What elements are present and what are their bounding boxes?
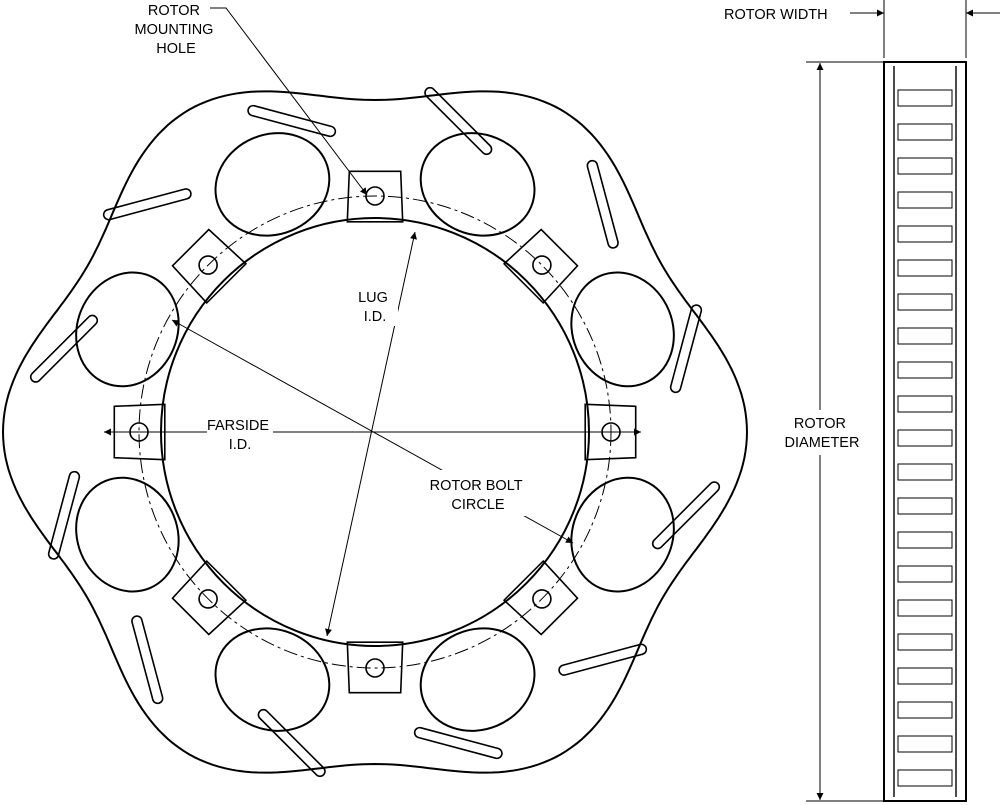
- inner-lobe-cutout: [570, 476, 675, 593]
- mounting-hole: [365, 658, 385, 678]
- mounting-tab: [171, 559, 248, 636]
- farside-id-label: FARSIDE I.D.: [207, 418, 273, 453]
- rotor-vane: [897, 565, 953, 583]
- inner-lobe-cutout: [214, 627, 331, 732]
- mounting-tab: [171, 228, 248, 305]
- side-dimensions: [806, 0, 1000, 802]
- face-slot: [131, 615, 164, 705]
- rotor-vane: [897, 735, 953, 753]
- inner-lobe-cutout: [419, 132, 536, 237]
- inner-lobe-cutout: [214, 132, 331, 237]
- rotor-outer-edge: [1, 90, 749, 774]
- rotor-width-label: ROTOR WIDTH: [724, 7, 828, 23]
- face-slot: [102, 188, 192, 221]
- face-slot: [29, 314, 99, 383]
- face-slot: [47, 470, 81, 560]
- face-slot: [651, 481, 721, 550]
- inner-lobe-cutout: [570, 271, 675, 388]
- rotor-vane: [897, 157, 953, 175]
- face-slot: [586, 159, 619, 249]
- mounting-hole-label: ROTOR MOUNTING HOLE: [135, 3, 218, 57]
- rotor-side-outline: [883, 61, 967, 802]
- rotor-vane: [897, 701, 953, 719]
- mounting-hole: [198, 255, 218, 275]
- mounting-hole: [198, 589, 218, 609]
- face-slot: [669, 304, 703, 394]
- mounting-tab: [346, 170, 404, 223]
- mounting-hole-leader: [210, 7, 368, 196]
- mounting-hole: [532, 589, 552, 609]
- face-slot: [558, 643, 648, 676]
- rotor-vane: [897, 769, 953, 787]
- mounting-tab: [502, 559, 579, 636]
- rotor-vane: [897, 361, 953, 379]
- rotor-mounting-tabs: [75, 132, 675, 732]
- face-slot: [424, 86, 493, 156]
- rotor-vane: [897, 123, 953, 141]
- rotor-vane: [897, 89, 953, 107]
- rotor-vane: [897, 429, 953, 447]
- mounting-hole: [365, 186, 385, 206]
- mounting-tab: [584, 403, 637, 461]
- rotor-diameter-label: ROTOR DIAMETER: [785, 416, 860, 451]
- rotor-vane: [897, 633, 953, 651]
- face-slot: [413, 726, 503, 760]
- rotor-vane: [897, 225, 953, 243]
- rotor-vane: [897, 191, 953, 209]
- rotor-vane: [897, 497, 953, 515]
- bolt-circle-label: ROTOR BOLT CIRCLE: [430, 478, 527, 513]
- rotor-vane: [897, 531, 953, 549]
- rotor-face-slots: [29, 86, 721, 778]
- mounting-hole: [532, 255, 552, 275]
- mounting-tab: [502, 228, 579, 305]
- rotor-vane: [897, 599, 953, 617]
- rotor-front-view: [1, 86, 749, 778]
- rotor-side-view: [883, 61, 967, 802]
- lug-id-label: LUG I.D.: [358, 290, 392, 325]
- rotor-vane: [897, 667, 953, 685]
- face-slot: [257, 708, 326, 778]
- rotor-vane: [897, 259, 953, 277]
- rotor-vane: [897, 463, 953, 481]
- inner-lobe-cutout: [419, 627, 536, 732]
- rotor-vane: [897, 293, 953, 311]
- mounting-tab: [346, 641, 404, 694]
- rotor-vane: [897, 327, 953, 345]
- mounting-tab: [113, 403, 166, 461]
- rotor-vane: [897, 395, 953, 413]
- face-slot: [247, 104, 337, 138]
